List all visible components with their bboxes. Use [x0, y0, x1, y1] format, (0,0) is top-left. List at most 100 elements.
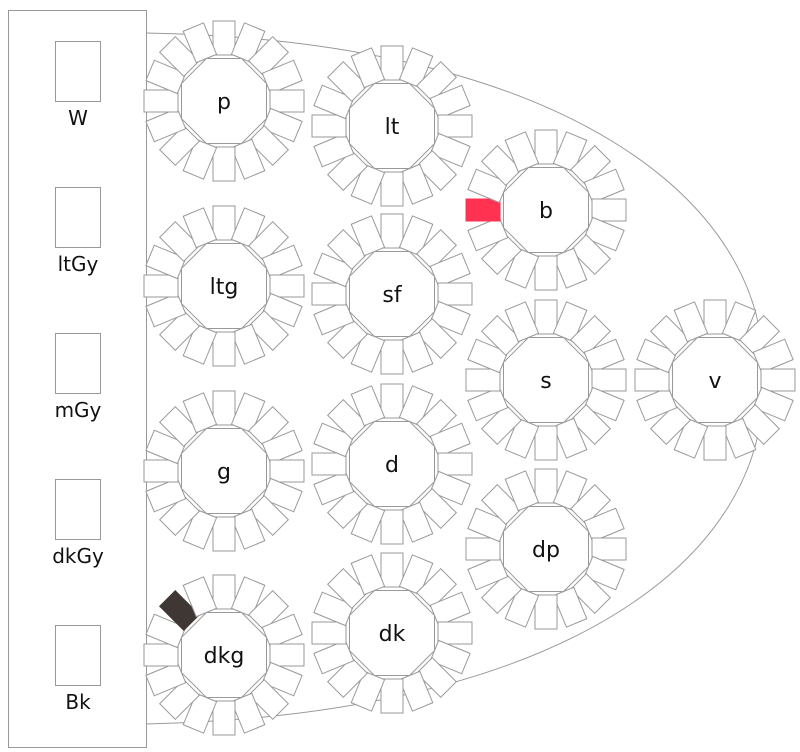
swatch-mGy[interactable]: mGy — [55, 333, 102, 423]
chair[interactable] — [465, 537, 501, 561]
chair[interactable] — [437, 452, 473, 476]
chair[interactable] — [534, 468, 558, 504]
chair[interactable] — [437, 114, 473, 138]
chair[interactable] — [158, 220, 201, 263]
swatch-box[interactable] — [55, 187, 101, 248]
chair[interactable] — [380, 45, 404, 81]
chair[interactable] — [269, 459, 305, 483]
table-lt[interactable]: lt — [311, 45, 473, 207]
chair[interactable] — [415, 317, 458, 360]
chair[interactable] — [437, 282, 473, 306]
chair[interactable] — [415, 149, 458, 192]
chair[interactable] — [143, 274, 179, 298]
chair[interactable] — [415, 228, 458, 271]
chair[interactable] — [212, 20, 236, 56]
chair[interactable] — [591, 537, 627, 561]
chair[interactable] — [311, 114, 347, 138]
swatch-box[interactable] — [55, 333, 101, 394]
table-b[interactable]: b — [465, 129, 627, 291]
chair[interactable] — [143, 643, 179, 667]
chair[interactable] — [703, 425, 727, 461]
chair[interactable] — [326, 317, 369, 360]
chair[interactable] — [212, 574, 236, 610]
table-dk[interactable]: dk — [311, 552, 473, 714]
chair[interactable] — [634, 368, 670, 392]
chair[interactable] — [380, 171, 404, 207]
swatch-ltGy[interactable]: ltGy — [55, 187, 101, 277]
chair[interactable] — [326, 398, 369, 441]
chair-selected[interactable] — [158, 589, 201, 632]
table-top[interactable] — [349, 83, 435, 169]
chair[interactable] — [569, 233, 612, 276]
chair[interactable] — [311, 452, 347, 476]
chair[interactable] — [415, 656, 458, 699]
chair[interactable] — [158, 35, 201, 78]
table-top[interactable] — [503, 167, 589, 253]
chair[interactable] — [480, 572, 523, 615]
chair[interactable] — [569, 572, 612, 615]
chair[interactable] — [380, 383, 404, 419]
chair[interactable] — [247, 35, 290, 78]
swatch-box[interactable] — [55, 625, 101, 686]
chair[interactable] — [212, 700, 236, 736]
chair[interactable] — [534, 425, 558, 461]
chair[interactable] — [158, 309, 201, 352]
chair[interactable] — [591, 368, 627, 392]
chair[interactable] — [649, 403, 692, 446]
chair[interactable] — [569, 483, 612, 526]
chair[interactable] — [269, 643, 305, 667]
table-top[interactable] — [349, 251, 435, 337]
chair[interactable] — [534, 299, 558, 335]
chair[interactable] — [380, 552, 404, 588]
chair[interactable] — [380, 678, 404, 714]
chair[interactable] — [311, 621, 347, 645]
chair[interactable] — [212, 146, 236, 182]
chair[interactable] — [247, 589, 290, 632]
table-s[interactable]: s — [465, 299, 627, 461]
chair[interactable] — [158, 494, 201, 537]
chair[interactable] — [269, 274, 305, 298]
chair[interactable] — [326, 656, 369, 699]
chair[interactable] — [380, 213, 404, 249]
chair[interactable] — [380, 509, 404, 545]
chair[interactable] — [380, 339, 404, 375]
chair[interactable] — [247, 405, 290, 448]
chair[interactable] — [212, 205, 236, 241]
table-dp[interactable]: dp — [465, 468, 627, 630]
chair-selected[interactable] — [465, 198, 501, 222]
chair[interactable] — [437, 621, 473, 645]
chair[interactable] — [534, 594, 558, 630]
chair[interactable] — [143, 89, 179, 113]
table-top[interactable] — [349, 590, 435, 676]
chair[interactable] — [760, 368, 796, 392]
chair[interactable] — [326, 567, 369, 610]
table-top[interactable] — [181, 58, 267, 144]
chair[interactable] — [738, 403, 781, 446]
chair[interactable] — [247, 678, 290, 721]
chair[interactable] — [534, 255, 558, 291]
chair[interactable] — [649, 314, 692, 357]
table-top[interactable] — [503, 337, 589, 423]
swatch-dkGy[interactable]: dkGy — [52, 479, 104, 569]
chair[interactable] — [212, 331, 236, 367]
chair[interactable] — [415, 398, 458, 441]
swatch-Bk[interactable]: Bk — [55, 625, 101, 715]
table-top[interactable] — [349, 421, 435, 507]
table-dkg[interactable]: dkg — [143, 574, 305, 736]
table-v[interactable]: v — [634, 299, 796, 461]
table-g[interactable]: g — [143, 390, 305, 552]
chair[interactable] — [415, 567, 458, 610]
chair[interactable] — [247, 494, 290, 537]
chair[interactable] — [480, 144, 523, 187]
chair[interactable] — [158, 124, 201, 167]
chair[interactable] — [326, 228, 369, 271]
table-top[interactable] — [181, 428, 267, 514]
chair[interactable] — [480, 314, 523, 357]
chair[interactable] — [212, 516, 236, 552]
chair[interactable] — [480, 483, 523, 526]
chair[interactable] — [269, 89, 305, 113]
chair[interactable] — [212, 390, 236, 426]
chair[interactable] — [247, 220, 290, 263]
chair[interactable] — [326, 149, 369, 192]
chair[interactable] — [534, 129, 558, 165]
